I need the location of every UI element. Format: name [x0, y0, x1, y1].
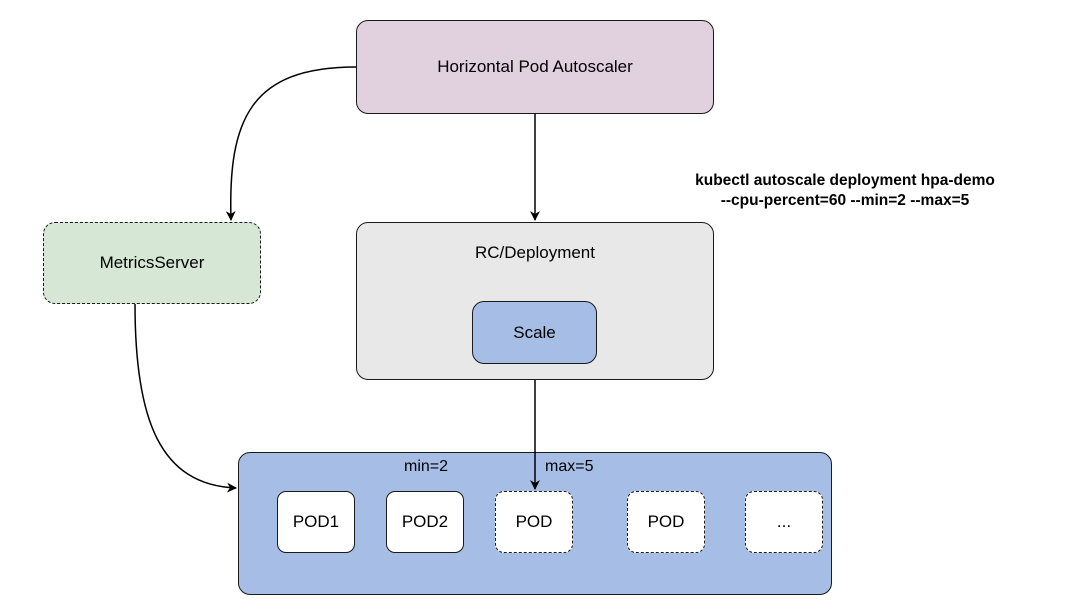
scale-node: Scale — [472, 301, 597, 364]
pod-node-5: ... — [745, 491, 823, 553]
pod-label: POD — [647, 512, 685, 531]
hpa-node: Horizontal Pod Autoscaler — [356, 20, 714, 114]
pod-label: POD1 — [292, 512, 340, 531]
pod-label: ... — [776, 512, 792, 531]
arrow-hpa-to-metricsserver — [225, 66, 357, 221]
metricsserver-label: MetricsServer — [99, 253, 205, 272]
pod-node-3: POD — [495, 491, 573, 553]
command-line-2: --cpu-percent=60 --min=2 --max=5 — [720, 192, 970, 209]
command-line-1: kubectl autoscale deployment hpa-demo — [695, 172, 995, 189]
max-replicas-label: max=5 — [545, 458, 594, 475]
pod-node-2: POD2 — [386, 491, 464, 553]
rcdeployment-label: RC/Deployment — [475, 243, 595, 262]
pod-label: POD — [515, 512, 553, 531]
pod-node-4: POD — [627, 491, 705, 553]
kubectl-command-annotation: kubectl autoscale deployment hpa-demo --… — [640, 171, 1050, 211]
metricsserver-node: MetricsServer — [43, 222, 261, 304]
pod-node-1: POD1 — [277, 491, 355, 553]
pod-label: POD2 — [401, 512, 449, 531]
hpa-label: Horizontal Pod Autoscaler — [437, 57, 633, 76]
scale-label: Scale — [513, 322, 556, 342]
arrow-metricsserver-to-pods — [134, 303, 237, 493]
min-replicas-label: min=2 — [404, 458, 449, 475]
